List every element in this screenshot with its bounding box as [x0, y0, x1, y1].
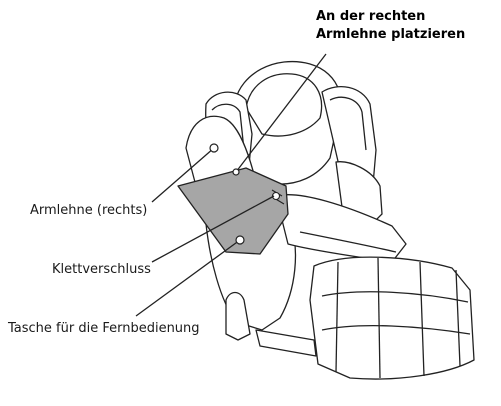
title-line-2: Armlehne platzieren [316, 26, 501, 44]
dot-title [233, 169, 239, 175]
diagram-title: An der rechten Armlehne platzieren [316, 8, 501, 44]
dot-armrest [210, 144, 218, 152]
label-velcro: Klettverschluss [52, 262, 151, 278]
label-armrest: Armlehne (rechts) [30, 203, 147, 219]
chair-leg-rest [310, 257, 474, 379]
dot-pocket [236, 236, 244, 244]
label-remote-pocket: Tasche für die Fernbedienung [8, 321, 200, 337]
title-line-1: An der rechten [316, 8, 501, 26]
